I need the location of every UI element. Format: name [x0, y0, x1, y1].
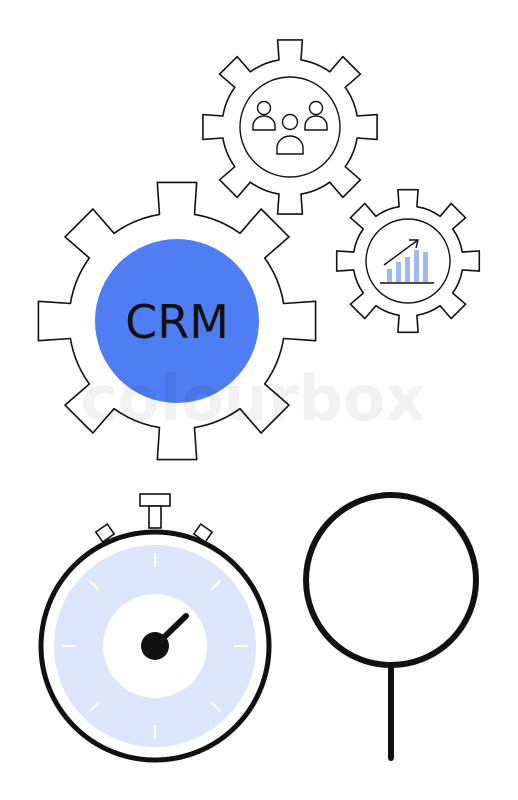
- stopwatch-tick: [210, 579, 222, 591]
- stopwatch-icon: [38, 493, 272, 763]
- stopwatch-tick: [88, 701, 100, 713]
- team-gear-icon: [202, 39, 378, 215]
- magnifying-glass-icon: [303, 492, 479, 761]
- growth-chart-gear-icon: [335, 188, 481, 334]
- crm-badge: [95, 239, 259, 403]
- people-icon: [252, 100, 328, 155]
- crm-label: CRM: [125, 295, 229, 349]
- watermark-text: colourbox: [81, 362, 426, 435]
- stopwatch-tick: [210, 701, 222, 713]
- stopwatch-tick: [88, 579, 100, 591]
- bar-chart-icon: [380, 239, 434, 284]
- crm-gear-icon: CRM: [37, 181, 317, 461]
